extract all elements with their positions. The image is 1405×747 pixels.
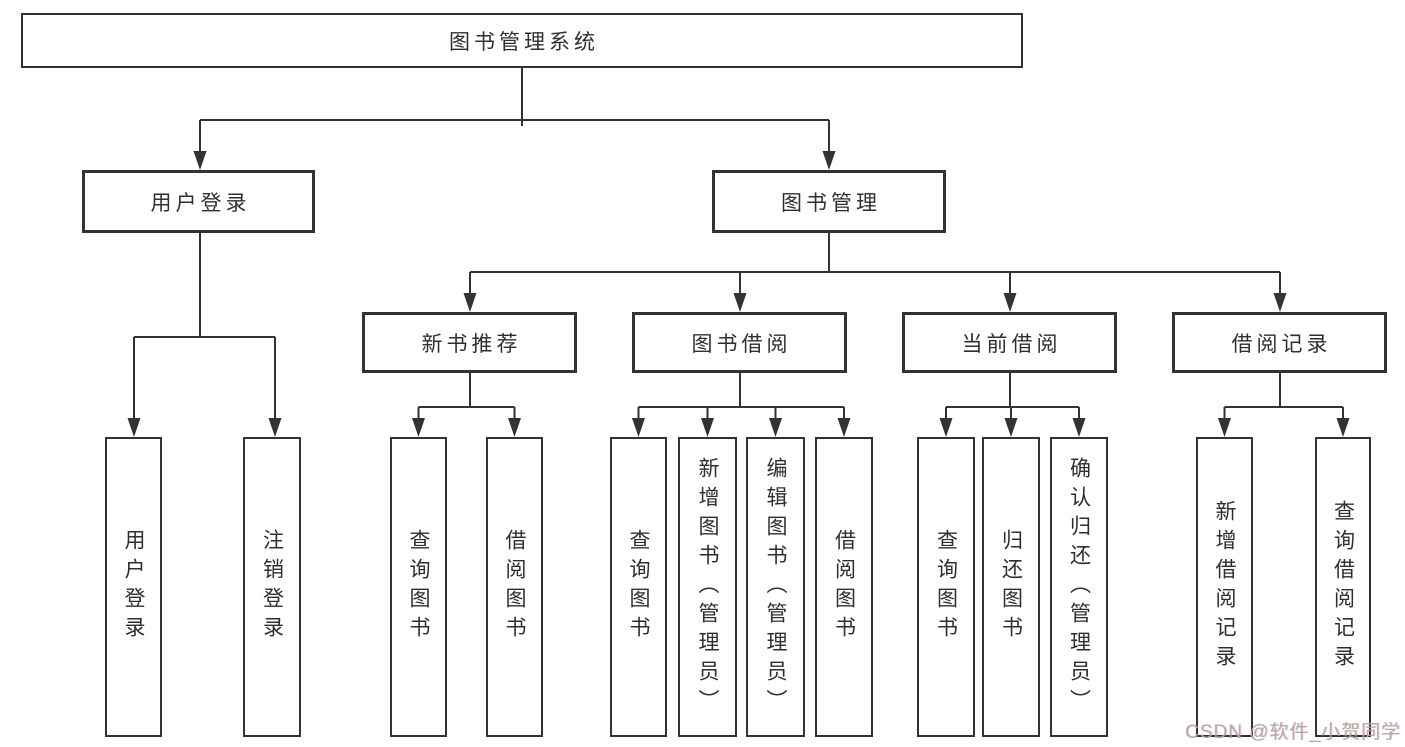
node-leaf-query-books-current: 查询图书 — [917, 437, 975, 737]
node-leaf-user-login: 用户登录 — [105, 437, 162, 737]
arrow-down-icon — [733, 293, 747, 312]
node-label: 用户登录 — [150, 191, 251, 215]
arrow-down-icon — [127, 418, 141, 437]
node-label: 图书借阅 — [691, 332, 792, 356]
node-leaf-edit-book-admin: 编辑图书（管理员） — [746, 437, 805, 737]
node-label: 查询图书 — [627, 529, 650, 645]
node-label: 图书管理 — [781, 191, 881, 215]
node-leaf-borrow-books-recommend: 借阅图书 — [486, 437, 543, 737]
arrow-down-icon — [1072, 418, 1086, 437]
node-label: 借阅图书 — [503, 529, 526, 645]
node-label: 归还图书 — [999, 529, 1023, 645]
node-label: 查询借阅记录 — [1331, 500, 1355, 674]
arrow-down-icon — [822, 151, 836, 170]
node-book-borrowing: 图书借阅 — [632, 312, 847, 373]
node-leaf-add-book-admin: 新增图书（管理员） — [678, 437, 737, 737]
arrow-down-icon — [1273, 293, 1287, 312]
node-leaf-query-books-recommend: 查询图书 — [390, 437, 447, 737]
arrowhead-down-icons — [127, 151, 1350, 437]
node-leaf-query-borrow-record: 查询借阅记录 — [1315, 437, 1371, 737]
arrow-down-icon — [1003, 293, 1017, 312]
node-label: 图书管理系统 — [449, 30, 599, 54]
arrow-down-icon — [939, 418, 953, 437]
arrow-down-icon — [268, 418, 282, 437]
node-label: 查询图书 — [934, 529, 958, 645]
arrow-down-icon — [1004, 418, 1018, 437]
node-leaf-logout: 注销登录 — [243, 437, 301, 737]
node-leaf-confirm-return-admin: 确认归还（管理员） — [1050, 437, 1108, 737]
node-root-system: 图书管理系统 — [21, 13, 1023, 68]
node-borrowing-records: 借阅记录 — [1172, 312, 1387, 373]
arrow-down-icon — [463, 293, 477, 312]
node-label: 用户登录 — [122, 529, 145, 645]
arrow-down-icon — [412, 418, 425, 437]
node-user-login: 用户登录 — [82, 170, 315, 233]
node-current-borrowing: 当前借阅 — [902, 312, 1117, 373]
node-label: 借阅记录 — [1231, 332, 1332, 356]
node-label: 确认归还（管理员） — [1067, 456, 1091, 718]
node-leaf-add-borrow-record: 新增借阅记录 — [1196, 437, 1253, 737]
node-leaf-return-book: 归还图书 — [982, 437, 1040, 737]
node-label: 新书推荐 — [421, 332, 522, 356]
node-label: 借阅图书 — [832, 529, 856, 645]
node-book-management: 图书管理 — [712, 170, 946, 233]
arrow-down-icon — [1218, 418, 1231, 437]
node-label: 查询图书 — [407, 529, 430, 645]
node-leaf-query-books-borrow: 查询图书 — [610, 437, 667, 737]
node-leaf-borrow-books: 借阅图书 — [815, 437, 873, 737]
node-label: 注销登录 — [260, 529, 284, 645]
node-label: 新增图书（管理员） — [696, 456, 719, 718]
node-label: 新增借阅记录 — [1213, 500, 1236, 674]
watermark: CSDN @软件_小贺同学 — [1185, 722, 1401, 743]
node-label: 当前借阅 — [961, 332, 1062, 356]
node-new-book-recommend: 新书推荐 — [362, 312, 577, 373]
arrow-down-icon — [193, 151, 207, 170]
arrow-down-icon — [632, 418, 645, 437]
arrow-down-icon — [1336, 418, 1350, 437]
arrow-down-icon — [508, 418, 521, 437]
arrow-down-icon — [769, 418, 782, 437]
arrow-down-icon — [837, 418, 851, 437]
node-label: 编辑图书（管理员） — [764, 456, 787, 718]
connector-lines — [133, 68, 1344, 420]
arrow-down-icon — [701, 418, 714, 437]
